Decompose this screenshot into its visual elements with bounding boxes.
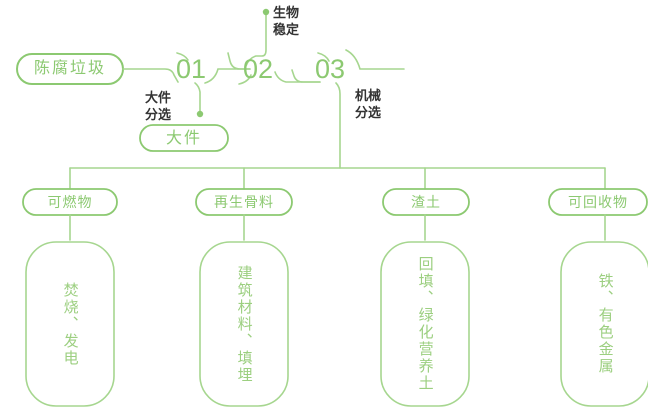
usage-text-3: 回填、绿化营养土 bbox=[416, 256, 434, 392]
bracket-01-left-top bbox=[176, 52, 189, 61]
stage-02-process-label: 生物 稳定 bbox=[273, 5, 300, 37]
stage-01-process-label: 大件 分选 bbox=[144, 90, 171, 122]
connector-source-to-stage-01 bbox=[122, 68, 179, 83]
usage-box-4-text-wrap: 铁、有色金属 bbox=[561, 242, 648, 406]
bracket-02-left-top bbox=[227, 52, 251, 70]
stage-number-01: 01 bbox=[175, 54, 207, 84]
connector-stage-03-to-bus bbox=[335, 82, 341, 169]
output-pill-label-2: 再生骨料 bbox=[214, 194, 274, 210]
usage-text-2: 建筑材料、填埋 bbox=[235, 264, 253, 384]
stage-03-process-label: 机械 分选 bbox=[355, 88, 382, 120]
bracket-03-right-top bbox=[345, 49, 405, 70]
connector-stage-01-to-dajian bbox=[194, 82, 201, 114]
bracket-03-left-top bbox=[317, 52, 330, 62]
dajian-pill-outline bbox=[139, 124, 229, 152]
usage-text-1: 焚烧、发电 bbox=[61, 281, 79, 367]
usage-box-2-outline bbox=[199, 241, 289, 407]
output-pill-4-outline bbox=[548, 188, 648, 216]
bracket-03-left-bottom bbox=[291, 69, 321, 83]
bracket-02-right-bottom bbox=[274, 71, 321, 83]
dajian-pill-label: 大件 bbox=[165, 130, 202, 147]
usage-box-4-outline bbox=[560, 241, 648, 407]
output-pill-3-outline bbox=[382, 188, 470, 216]
stage-number-03: 03 bbox=[314, 54, 346, 84]
endpoint-dot-biological bbox=[262, 8, 270, 16]
output-pill-label-4: 可回收物 bbox=[568, 194, 628, 210]
usage-box-3-text-wrap: 回填、绿化营养土 bbox=[381, 242, 469, 406]
output-pill-label-3: 渣土 bbox=[411, 194, 441, 210]
connector-stage-02-to-biological bbox=[245, 13, 267, 67]
bracket-02-left-bottom bbox=[238, 74, 252, 85]
usage-box-2-text-wrap: 建筑材料、填埋 bbox=[200, 242, 288, 406]
usage-box-1-text-wrap: 焚烧、发电 bbox=[26, 242, 114, 406]
usage-box-3-outline bbox=[380, 241, 470, 407]
usage-text-4: 铁、有色金属 bbox=[596, 273, 614, 375]
usage-box-1-outline bbox=[25, 241, 115, 407]
bracket-01-right-top bbox=[204, 68, 251, 84]
stage-number-02: 02 bbox=[242, 54, 274, 84]
output-pill-label-1: 可燃物 bbox=[47, 194, 93, 210]
source-pill-label: 陈腐垃圾 bbox=[33, 60, 106, 77]
endpoint-dot-dajian bbox=[196, 110, 204, 118]
